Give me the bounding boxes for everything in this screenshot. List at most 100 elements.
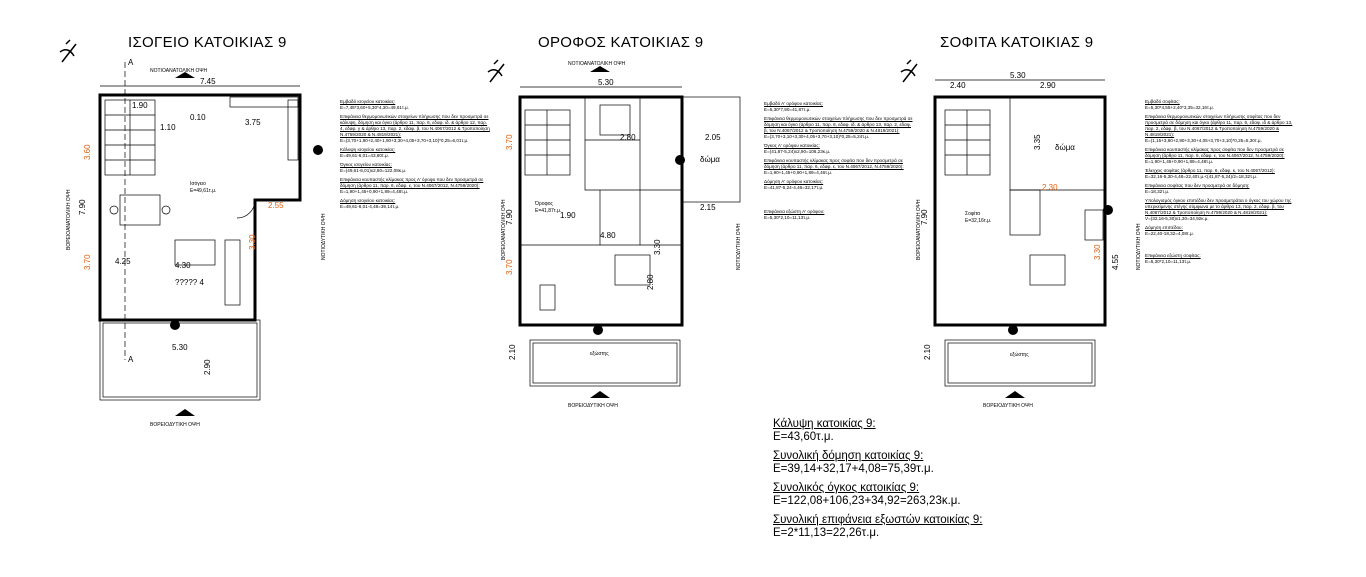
note-heading: Επιφάνεια σοφίτας που δεν προσμετρά σε δ… — [1145, 183, 1250, 188]
note-value: Ε=5,30*2,10=11,13τ.μ. — [764, 215, 811, 220]
svg-text:ΝΟΤΙΟΔΥΤΙΚΗ ΟΨΗ: ΝΟΤΙΟΔΥΤΙΚΗ ΟΨΗ — [321, 213, 327, 260]
svg-text:A: A — [128, 355, 134, 364]
svg-text:4.55: 4.55 — [1111, 254, 1120, 270]
note-heading: Δόμηση Α' ορόφου κατοικίας: — [764, 179, 824, 184]
note-heading: Επιφάνεια θερμομονωτικών στοιχείων πλήρω… — [1145, 114, 1293, 137]
svg-text:3.75: 3.75 — [245, 118, 261, 127]
svg-text:A: A — [128, 58, 134, 67]
svg-text:2.05: 2.05 — [705, 133, 721, 142]
svg-text:ΝΟΤΙΟΔΥΤΙΚΗ ΟΨΗ: ΝΟΤΙΟΔΥΤΙΚΗ ΟΨΗ — [736, 223, 742, 270]
note-heading: Επιφάνεια θερμομονωτικών στοιχείων πλήρω… — [340, 114, 490, 137]
svg-text:0.10: 0.10 — [190, 113, 206, 122]
svg-text:Ε=49,61τ.μ.: Ε=49,61τ.μ. — [190, 188, 216, 194]
note-value: Ε=(3,70+3,10+3,30+4,05+3,70+3,10)*0,25=5… — [764, 134, 870, 139]
note-value: Ε=1,90+1,45+0,90+1,89=4,46τ.μ. — [764, 170, 833, 175]
note-value: Ε=22,40-18,32=4,08τ.μ. — [1145, 231, 1194, 236]
note-heading: Όγκος ισογείου κατοικίας: — [340, 162, 392, 167]
svg-text:????? 4: ????? 4 — [175, 278, 204, 287]
svg-text:2.40: 2.40 — [950, 81, 966, 90]
note-value: Ε=18,32τ.μ. — [1145, 189, 1170, 194]
note-value: Ε=(41,87-5,24)x2,90=106,23κ.μ. — [764, 149, 831, 154]
first-floor-title: ΟΡΟΦΟΣ ΚΑΤΟΙΚΙΑΣ 9 — [538, 34, 704, 51]
ground-floor-notes: Εμβαδό ισογείου κατοικίας:Ε=7,45*3,60+5,… — [340, 99, 490, 213]
total-volume-heading: Συνολικός όγκος κατοικίας 9: — [773, 482, 920, 494]
svg-text:ΒΟΡΕΙΟΑΝΑΤΟΛΙΚΗ ΟΨΗ: ΒΟΡΕΙΟΑΝΑΤΟΛΙΚΗ ΟΨΗ — [916, 199, 922, 260]
svg-text:εξώστης: εξώστης — [1010, 351, 1029, 358]
total-volume-value: Ε=122,08+106,23+34,92=263,23κ.μ. — [773, 495, 961, 507]
svg-text:5.30: 5.30 — [1010, 71, 1026, 80]
svg-text:Σοφίτα: Σοφίτα — [965, 211, 980, 217]
svg-text:3.60: 3.60 — [83, 144, 92, 160]
coverage-heading: Κάλυψη κατοικίας 9: — [773, 418, 876, 430]
note-value: Ε=49,61-6,01-4,48=39,14τ.μ. — [340, 204, 400, 209]
svg-text:7.45: 7.45 — [200, 77, 216, 86]
note-value: Ε=5,30*7,90=41,87τ.μ. — [764, 107, 811, 112]
note-value: Ε=(49,61-6,01)x2,80=122,08κ.μ. — [340, 168, 407, 173]
balcony-area-value: Ε=2*11,13=22,26τ.μ. — [773, 527, 880, 539]
svg-text:Ε=32,16τ.μ.: Ε=32,16τ.μ. — [965, 218, 991, 224]
svg-text:2.10: 2.10 — [508, 344, 517, 360]
note-heading: Εμβαδό ισογείου κατοικίας: — [340, 99, 396, 104]
svg-text:4.25: 4.25 — [115, 257, 131, 266]
svg-text:7.90: 7.90 — [920, 209, 929, 225]
svg-text:3.30: 3.30 — [653, 239, 662, 255]
note-value: Ε=(3,70+1,90+2,40+1,90+3,30+4,05+3,70+3,… — [340, 138, 469, 143]
north-arrow-icon — [59, 39, 918, 83]
svg-text:ΝΟΤΙΟΔΥΤΙΚΗ ΟΨΗ: ΝΟΤΙΟΔΥΤΙΚΗ ΟΨΗ — [1136, 223, 1142, 270]
svg-text:ΒΟΡΕΙΟΑΝΑΤΟΛΙΚΗ ΟΨΗ: ΒΟΡΕΙΟΑΝΑΤΟΛΙΚΗ ΟΨΗ — [66, 189, 72, 250]
svg-text:1.10: 1.10 — [160, 123, 176, 132]
note-value: Ε=1,90+1,45+0,90+1,89=4,48τ.μ. — [340, 189, 409, 194]
svg-text:7.90: 7.90 — [78, 199, 87, 215]
svg-text:4.30: 4.30 — [175, 261, 191, 270]
attic-notes: Εμβαδό σοφίτας:Ε=5,30*4,55+2,40*3,35=32,… — [1145, 99, 1295, 268]
ground-floor-plan: ΝΟΤΙΟΑΝΑΤΟΛΙΚΗ ΟΨΗ 7.45 A A 3.75 1.90 Ισ… — [66, 58, 327, 428]
svg-text:3.35: 3.35 — [1033, 134, 1042, 150]
svg-text:2.80: 2.80 — [620, 133, 636, 142]
svg-text:3.70: 3.70 — [505, 134, 514, 150]
svg-text:3.30: 3.30 — [248, 234, 257, 250]
note-value: Ε=5,30*2,10=11,13τ.μ. — [1145, 259, 1192, 264]
note-value: Ε=49,61-6,01=43,60τ.μ. — [340, 153, 389, 158]
svg-text:5.30: 5.30 — [598, 78, 614, 87]
svg-text:Ισόγειο: Ισόγειο — [190, 180, 206, 187]
svg-text:2.90: 2.90 — [1040, 81, 1056, 90]
svg-text:εξώστης: εξώστης — [590, 350, 609, 357]
ground-floor-title: ΙΣΟΓΕΙΟ ΚΑΤΟΙΚΙΑΣ 9 — [128, 34, 287, 51]
note-value: Ε=1,90+1,45+0,90+1,89=4,48τ.μ. — [1145, 159, 1214, 164]
svg-text:δώμα: δώμα — [700, 155, 720, 164]
note-heading: Κάλυψη ισογείου κατοικίας: — [340, 147, 396, 152]
svg-text:3.70: 3.70 — [505, 259, 514, 275]
note-value: V=(32,16-5,30)x1,30=34,92κ.μ. — [1145, 216, 1209, 221]
svg-text:5.30: 5.30 — [172, 343, 188, 352]
note-heading: Εμβαδό σοφίτας: — [1145, 99, 1180, 104]
svg-text:1.90: 1.90 — [560, 211, 576, 220]
svg-text:2.15: 2.15 — [700, 203, 716, 212]
svg-text:2.10: 2.10 — [923, 344, 932, 360]
note-value: Ε=5,30*4,55+2,40*3,35=32,16τ.μ. — [1145, 105, 1214, 110]
svg-text:1.90: 1.90 — [132, 101, 148, 110]
note-value: Ε=7,45*3,60+5,30*4,30=49,61τ.μ. — [340, 105, 409, 110]
svg-text:7.90: 7.90 — [505, 209, 514, 225]
note-heading: Εμβαδό Α' ορόφου κατοικίας: — [764, 101, 824, 106]
svg-text:2.90: 2.90 — [203, 359, 212, 375]
note-heading: Επιφάνεια θερμομονωτικών στοιχείων πλήρω… — [764, 116, 913, 133]
svg-text:ΝΟΤΙΟΑΝΑΤΟΛΙΚΗ ΟΨΗ: ΝΟΤΙΟΑΝΑΤΟΛΙΚΗ ΟΨΗ — [568, 61, 626, 67]
svg-text:ΝΟΤΙΟΑΝΑΤΟΛΙΚΗ ΟΨΗ: ΝΟΤΙΟΑΝΑΤΟΛΙΚΗ ΟΨΗ — [150, 68, 208, 74]
svg-text:ΒΟΡΕΙΟΑΝΑΤΟΛΙΚΗ ΟΨΗ: ΒΟΡΕΙΟΑΝΑΤΟΛΙΚΗ ΟΨΗ — [501, 199, 507, 260]
svg-text:δώμα: δώμα — [1055, 143, 1075, 152]
attic-title: ΣΟΦΙΤΑ ΚΑΤΟΙΚΙΑΣ 9 — [940, 34, 1094, 51]
svg-text:ΒΟΡΕΙΟΔΥΤΙΚΗ ΟΨΗ: ΒΟΡΕΙΟΔΥΤΙΚΗ ΟΨΗ — [983, 403, 1033, 409]
svg-text:ΒΟΡΕΙΟΔΥΤΙΚΗ ΟΨΗ: ΒΟΡΕΙΟΔΥΤΙΚΗ ΟΨΗ — [150, 422, 200, 428]
note-value: Ε=41,87-5,24-4,46=32,17τ.μ. — [764, 185, 824, 190]
first-floor-notes: Εμβαδό Α' ορόφου κατοικίας:Ε=5,30*7,90=4… — [764, 101, 914, 224]
balcony-area-heading: Συνολική επιφάνεια εξωστών κατοικίας 9: — [773, 514, 983, 526]
note-heading: Επιφάνεια κουπαστής κλίμακας προς σοφίτα… — [764, 158, 904, 169]
note-value: Ε=32,16-5,30-4,48=22,40τ.μ.<(41,87-5,24)… — [1145, 174, 1258, 179]
svg-text:3.70: 3.70 — [83, 254, 92, 270]
note-heading: Δόμηση επιπέδου: — [1145, 225, 1183, 230]
note-heading: Έλεγχος σοφίτας (άρθρο 11, παρ. 6, εδαφ.… — [1145, 168, 1275, 173]
coverage-value: Ε=43,60τ.μ. — [773, 431, 834, 443]
note-heading: Επιφάνεια εξώστη σοφίτας: — [1145, 253, 1201, 258]
note-heading: Επιφάνεια εξώστη Α' ορόφου: — [764, 209, 825, 214]
